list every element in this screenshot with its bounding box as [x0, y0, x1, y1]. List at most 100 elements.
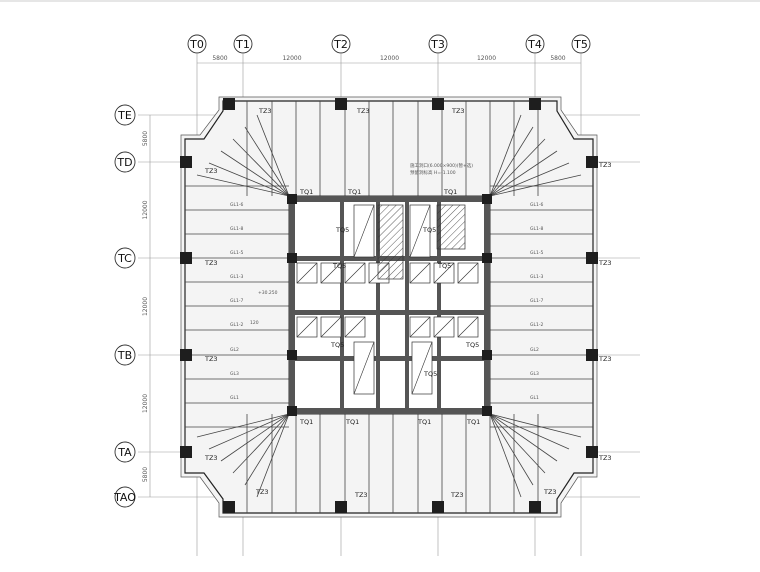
note-opening-level: 预留洞标高 H=-1.100 — [410, 169, 456, 176]
axis-bubble-circle — [114, 247, 136, 269]
core-wall-6 — [289, 356, 490, 361]
column-13 — [335, 501, 347, 513]
shaft-diagonal-2 — [344, 262, 366, 284]
radial-beam-2-3 — [232, 413, 290, 474]
shaft-diagonal-8 — [320, 316, 342, 338]
window-top-edge — [0, 0, 760, 2]
axis-label: T4 — [527, 38, 542, 51]
hatched-opening-1 — [377, 204, 404, 280]
level-label: +30.250 — [258, 290, 278, 296]
column-11 — [586, 446, 598, 458]
radial-beam-0-4 — [244, 126, 290, 197]
column-2 — [432, 98, 444, 110]
radial-beam-2-2 — [220, 413, 290, 462]
dim-y-2: 12000 — [142, 297, 149, 316]
tq1-label-0: TQ1 — [299, 188, 313, 196]
axis-label: T1 — [235, 38, 250, 51]
axis-label: T3 — [430, 38, 445, 51]
tq5-label-5: TQ5 — [423, 370, 437, 378]
core-corner-column-7 — [482, 350, 492, 360]
beam-label-4: GL1-7 — [230, 298, 243, 304]
core-corner-column-3 — [482, 406, 492, 416]
core-wall-5 — [289, 310, 490, 315]
beam-label-9: GL1-6 — [530, 202, 543, 208]
dim-x-2: 12000 — [380, 55, 399, 62]
tz-label-4: TZ3 — [598, 161, 612, 169]
shaft-diagonal-6 — [457, 262, 479, 284]
core-corner-column-4 — [287, 253, 297, 263]
beam-label-16: GL3 — [530, 371, 539, 377]
axis-bubble-te: TE — [114, 104, 136, 126]
tq1-label-6: TQ1 — [466, 418, 480, 426]
tq5-label-4: TQ5 — [330, 341, 344, 349]
radial-beam-0-2 — [220, 150, 290, 197]
column-0 — [223, 98, 235, 110]
dim-y-3: 12000 — [142, 394, 149, 413]
column-1 — [335, 98, 347, 110]
radial-beam-0-5 — [256, 114, 290, 197]
axis-bubble-circle — [114, 344, 136, 366]
beam-label-17: GL1 — [530, 395, 539, 401]
axis-label: TD — [116, 156, 132, 169]
tq5-label-0: TQ5 — [335, 226, 349, 234]
tz-label-8: TZ3 — [598, 355, 612, 363]
axis-bubble-t3: T3 — [428, 34, 448, 54]
lift-diagonal-1 — [409, 204, 431, 258]
beam-label-13: GL1-7 — [530, 298, 543, 304]
shaft-diagonal-10 — [409, 316, 431, 338]
shaft-diagonal-0 — [296, 262, 318, 284]
beam-label-6: GL2 — [230, 347, 239, 353]
core-wall-0 — [289, 196, 490, 202]
dim-x-3: 12000 — [477, 55, 496, 62]
tq1-label-5: TQ1 — [417, 418, 431, 426]
axis-bubble-t2: T2 — [331, 34, 351, 54]
beam-label-5: GL1-2 — [230, 322, 243, 328]
radial-beam-1-5 — [489, 114, 522, 197]
dim-y-4: 5800 — [142, 467, 149, 482]
beams — [185, 101, 593, 513]
tz-label-11: TZ3 — [255, 488, 269, 496]
column-3 — [529, 98, 541, 110]
core-inner-wall-0 — [340, 202, 344, 408]
radial-beam-3-3 — [489, 413, 546, 474]
core-corner-column-1 — [482, 194, 492, 204]
core-inner-wall-1 — [376, 202, 380, 408]
lift-diagonal-2 — [353, 341, 375, 395]
beam-label-2: GL1-5 — [230, 250, 243, 256]
core-corner-column-6 — [287, 350, 297, 360]
axis-bubble-circle — [233, 34, 253, 54]
dim-x-4: 5800 — [550, 55, 565, 62]
core-inner-wall-2 — [405, 202, 409, 408]
core-wall-1 — [289, 408, 490, 414]
shaft-diagonal-12 — [457, 316, 479, 338]
axis-label: T0 — [189, 38, 204, 51]
column-7 — [586, 252, 598, 264]
column-6 — [180, 252, 192, 264]
tq1-label-3: TQ1 — [299, 418, 313, 426]
axis-label: TB — [117, 349, 132, 362]
radial-beam-1-3 — [489, 138, 546, 197]
axis-label: TE — [117, 109, 132, 122]
axis-bubble-t0: T0 — [187, 34, 207, 54]
core-corner-column-2 — [287, 406, 297, 416]
tz-label-0: TZ3 — [258, 107, 272, 115]
shaft-diagonal-7 — [296, 316, 318, 338]
radial-beam-3-2 — [489, 413, 558, 462]
axis-bubble-circle — [114, 441, 136, 463]
axis-bubble-circle — [571, 34, 591, 54]
column-5 — [586, 156, 598, 168]
columns — [180, 98, 598, 513]
column-4 — [180, 156, 192, 168]
radial-beam-1-2 — [489, 150, 558, 197]
tz-label-3: TZ3 — [204, 167, 218, 175]
radial-beam-2-4 — [244, 413, 290, 486]
beam-label-15: GL2 — [530, 347, 539, 353]
radial-beam-0-3 — [232, 138, 290, 197]
radial-beam-0-0 — [196, 174, 290, 197]
tq1-label-4: TQ1 — [345, 418, 359, 426]
core-wall-3 — [484, 196, 490, 414]
radial-beam-0-1 — [208, 162, 290, 197]
radial-beam-3-1 — [489, 413, 570, 450]
